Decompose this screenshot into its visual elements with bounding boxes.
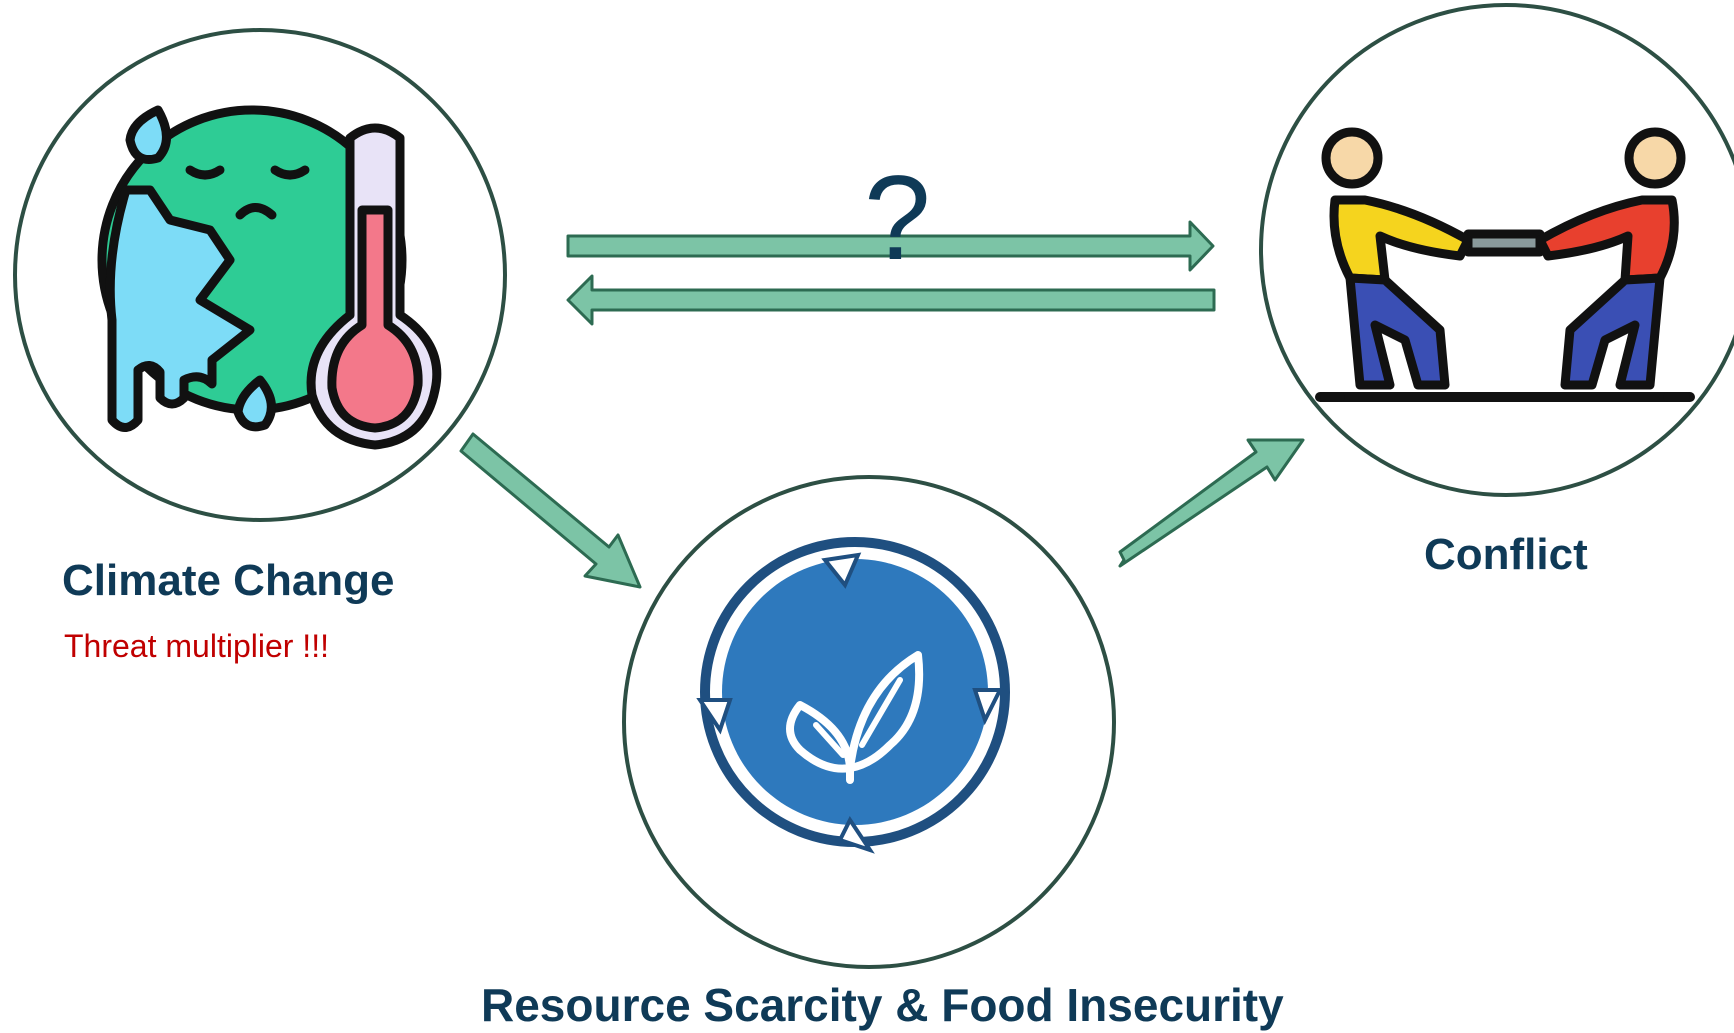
arrow-conflict-to-climate bbox=[566, 274, 1216, 326]
link-question-mark: ? bbox=[864, 151, 931, 285]
arrow-resource-to-conflict bbox=[1118, 438, 1305, 568]
conflict-title: Conflict bbox=[1424, 530, 1588, 579]
sustainability-leaf-cycle-icon bbox=[696, 537, 1010, 854]
resource-scarcity-title: Resource Scarcity & Food Insecurity bbox=[481, 979, 1284, 1031]
arrow-climate-to-resource bbox=[459, 432, 642, 589]
threat-multiplier-subtitle: Threat multiplier !!! bbox=[64, 628, 329, 664]
tug-of-war-icon bbox=[1315, 127, 1695, 402]
melting-earth-thermometer-icon bbox=[97, 105, 442, 450]
climate-change-title: Climate Change bbox=[62, 556, 395, 605]
arrow-climate-to-conflict bbox=[566, 220, 1215, 272]
